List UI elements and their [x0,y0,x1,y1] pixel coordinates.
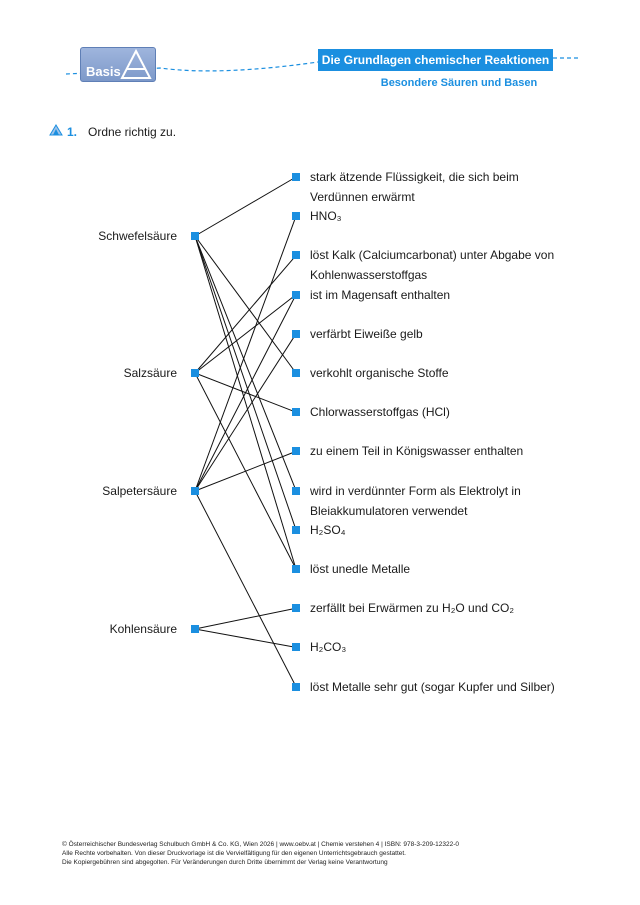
right-item-line: ist im Magensaft enthalten [310,287,451,302]
header-title: Die Grundlagen chemischer Reaktionen [318,49,553,71]
connection-line [194,490,297,687]
right-item-line: zu einem Teil in Königswasser enthalten [310,444,524,459]
triangle-icon [120,48,152,79]
left-anchor[interactable] [191,625,199,633]
footer-line: © Österreichischer Bundesverlag Schulbuc… [62,841,460,848]
right-item-line: verfärbt Eiweiße gelb [310,326,423,341]
right-anchor[interactable] [292,408,300,417]
right-item-line: HNO₃ [310,209,342,224]
right-item-line: Bleiakkumulatoren verwendet [310,503,468,518]
right-item-line: Verdünnen erwärmt [310,190,415,204]
right-item-label: H₂SO₄ [310,520,570,540]
right-anchor[interactable] [292,290,300,299]
right-item-label: verfärbt Eiweiße gelb [310,324,570,344]
right-item-line: löst Metalle sehr gut (sogar Kupfer und … [310,679,555,694]
left-item-label: Salzsäure [123,366,177,380]
connection-line [194,216,297,492]
right-item-line: Chlorwasserstoffgas (HCl) [310,405,450,420]
right-anchor[interactable] [292,525,300,534]
left-anchor[interactable] [191,487,199,495]
right-anchor[interactable] [292,682,300,691]
footer-line: Alle Rechte vorbehalten. Von dieser Druc… [62,850,406,857]
task-number: 1. [67,125,78,139]
right-item-line: löst Kalk (Calciumcarbonat) unter Abgabe… [310,248,555,263]
left-item-label: Schwefelsäure [98,229,177,243]
connection-line [194,235,297,530]
right-anchor[interactable] [292,643,300,652]
footer-line: Die Kopiergebühren sind abgegolten. Für … [62,859,388,866]
right-item-label: zu einem Teil in Königswasser enthalten [310,441,570,461]
right-item-label: zerfällt bei Erwärmen zu H₂O und CO₂ [310,598,570,618]
right-item-label: wird in verdünnter Form als Elektrolyt i… [310,481,570,521]
right-item-line: verkohlt organische Stoffe [310,366,449,380]
right-item-line: H₂CO₃ [310,640,347,655]
right-item-label: ist im Magensaft enthalten [310,285,570,305]
task-instruction: Ordne richtig zu. [88,125,177,139]
right-item-line: löst unedle Metalle [310,562,411,576]
right-item-label: HNO₃ [310,206,570,226]
connection-line [194,235,297,491]
right-item-label: löst unedle Metalle [310,559,570,579]
right-anchor[interactable] [292,565,300,573]
connection-line [194,235,297,570]
header-subtitle: Besondere Säuren und Basen [380,77,538,89]
left-item-label: Kohlensäure [109,622,177,636]
connection-line [194,607,297,630]
right-anchor[interactable] [292,447,300,456]
right-item-line: H₂SO₄ [310,522,346,537]
footer: © Österreichischer Bundesverlag Schulbuc… [62,840,622,867]
connection-line [194,294,297,374]
right-item-label: Chlorwasserstoffgas (HCl) [310,402,570,422]
right-anchor[interactable] [292,486,300,495]
right-item-line: Kohlenwasserstoffgas [310,268,428,283]
left-anchor[interactable] [191,232,199,240]
connection-line [194,176,297,237]
right-item-line: stark ätzende Flüssigkeit, die sich beim [310,170,519,184]
right-item-label: stark ätzende Flüssigkeit, die sich beim… [310,167,570,207]
right-item-label: H₂CO₃ [310,637,570,657]
right-item-label: verkohlt organische Stoffe [310,363,570,383]
connection-line [194,450,297,492]
right-anchor[interactable] [292,212,300,221]
right-item-label: löst Metalle sehr gut (sogar Kupfer und … [310,677,570,697]
right-anchor[interactable] [292,329,300,338]
connection-line [194,235,297,374]
right-anchor[interactable] [292,251,300,260]
difficulty-triangle-icon [49,124,63,136]
connection-line [194,333,297,492]
connection-line [194,628,297,648]
right-item-line: zerfällt bei Erwärmen zu H₂O und CO₂ [310,601,515,616]
connection-line [194,255,297,374]
logo-text: Basis [86,64,121,79]
connection-line [194,294,297,492]
basis-logo [80,47,156,82]
left-anchor[interactable] [191,369,199,377]
right-item-label: löst Kalk (Calciumcarbonat) unter Abgabe… [310,245,570,285]
right-anchor[interactable] [292,604,300,613]
right-item-line: wird in verdünnter Form als Elektrolyt i… [310,483,521,498]
right-anchor[interactable] [292,173,300,181]
left-item-label: Salpetersäure [102,484,177,498]
right-anchor[interactable] [292,369,300,377]
